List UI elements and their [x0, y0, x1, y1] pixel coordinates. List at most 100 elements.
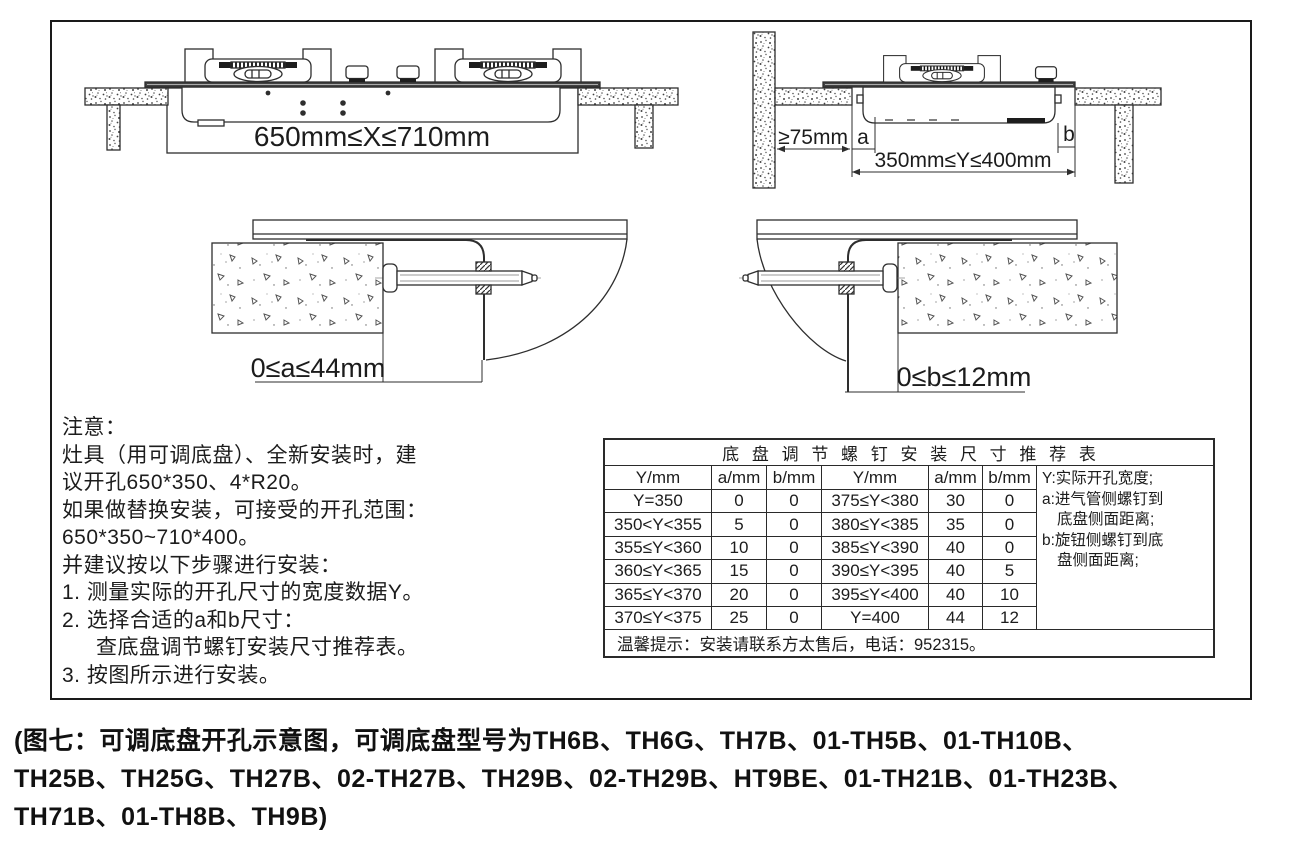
screw-size-table: 底 盘 调 节 螺 钉 安 装 尺 寸 推 荐 表 Y:实际开孔宽度; a:进气…: [603, 438, 1215, 658]
figure-caption: (图七：可调底盘开孔示意图，可调底盘型号为TH6B、TH6G、TH7B、01-T…: [14, 722, 1276, 836]
wall: [752, 31, 776, 189]
table-cell: 380≤Y<385: [822, 513, 929, 537]
mounting-clip-left: [856, 94, 864, 104]
stove-body: [181, 86, 561, 123]
nut: [475, 261, 492, 272]
note-line: 查底盘调节螺钉安装尺寸推荐表。: [96, 636, 419, 659]
legend-line: b:旋钮侧螺钉到底: [1042, 531, 1164, 549]
note-line: 3. 按图所示进行安装。: [62, 663, 281, 687]
caption-line: TH25B、TH25G、TH27B、02-TH27B、TH29B、02-TH29…: [14, 765, 1134, 793]
table-cell: 20: [712, 583, 767, 607]
table-cell: 0: [712, 490, 767, 514]
stove-body-curve: [485, 238, 628, 361]
screw-dots: [265, 90, 391, 116]
burner-icon: [434, 48, 582, 83]
table-cell: 395≤Y<400: [822, 583, 929, 607]
nut: [838, 261, 855, 272]
table-cell: 0: [767, 536, 822, 561]
table-header-cell: a/mm: [712, 466, 767, 490]
note-line: 灶具（用可调底盘）、全新安装时，建: [62, 443, 417, 467]
table-cell: 0: [767, 583, 822, 607]
note-line: 议开孔650*350、4*R20。: [62, 471, 313, 494]
mounting-clip-right: [1054, 94, 1062, 104]
knob-icon: [1034, 66, 1058, 83]
table-header-cell: a/mm: [929, 466, 983, 490]
table-cell: 30: [929, 490, 983, 514]
table-header-cell: b/mm: [983, 466, 1037, 490]
caption-line: (图七：可调底盘开孔示意图，可调底盘型号为TH6B、TH6G、TH7B、01-T…: [14, 727, 1088, 755]
table-cell: 10: [712, 536, 767, 561]
table-title: 底 盘 调 节 螺 钉 安 装 尺 寸 推 荐 表: [605, 440, 1213, 466]
table-cell: 5: [712, 513, 767, 537]
table-cell: 15: [712, 560, 767, 584]
countertop-left: [774, 87, 853, 106]
counter-block: [897, 242, 1118, 334]
nut: [475, 284, 492, 295]
table-cell: 0: [983, 536, 1037, 561]
table-cell: 25: [712, 606, 767, 631]
countertop-left-leg: [106, 104, 121, 151]
diagram-screw-detail-b: 0≤b≤12mm: [738, 219, 1118, 393]
countertop-right-leg: [1114, 104, 1134, 184]
caption-line: TH71B、01-TH8B、TH9B): [14, 803, 328, 831]
table-cell: 40: [929, 560, 983, 584]
bracket: [847, 239, 1012, 392]
table-cell: 385≤Y<390: [822, 536, 929, 561]
countertop-right: [1074, 87, 1162, 106]
burner-icon: [883, 55, 1001, 83]
table-cell: 0: [767, 606, 822, 631]
countertop-left: [84, 87, 169, 106]
gas-inlet: [197, 119, 225, 127]
table-cell: 44: [929, 606, 983, 631]
table-legend: Y:实际开孔宽度; a:进气管侧螺钉到 底盘侧面距离; b:旋钮侧螺钉到底 盘侧…: [1037, 466, 1213, 631]
note-line: 如果做替换安装，可接受的开孔范围：: [62, 498, 428, 522]
diagram-side-view: ≥75mm a b 350mm≤Y≤400mm: [752, 31, 1162, 189]
cooktop-edge: [252, 219, 628, 240]
table-cell: 390≤Y<395: [822, 560, 929, 584]
table-cell: 365≤Y<370: [605, 583, 712, 607]
table-header-cell: b/mm: [767, 466, 822, 490]
cooktop-edge: [756, 219, 1078, 240]
dimension-arrows: [777, 145, 1075, 176]
diagram-screw-detail-a: 0≤a≤44mm: [211, 219, 628, 383]
table-cell: 370≤Y<375: [605, 606, 712, 631]
table-cell: 0: [767, 490, 822, 514]
countertop-right: [577, 87, 679, 106]
note-line: 注意：: [62, 416, 127, 439]
table-cell: 0: [983, 490, 1037, 514]
gap-b-label: b: [1063, 123, 1075, 146]
diagram-front-view: 650mm≤X≤710mm: [84, 48, 679, 154]
note-line: 1. 测量实际的开孔尺寸的宽度数据Y。: [62, 581, 424, 604]
table-cell: 40: [929, 583, 983, 607]
dimension-label-x-range: 650mm≤X≤710mm: [254, 121, 490, 152]
gap-a-label: a: [857, 126, 869, 149]
table-cell: 0: [983, 513, 1037, 537]
burner-icon: [184, 48, 332, 83]
table-cell: 375≤Y<380: [822, 490, 929, 514]
knob-icon: [396, 65, 420, 83]
dimension-label-y-range: 350mm≤Y≤400mm: [874, 149, 1051, 172]
note-line: 并建议按以下步骤进行安装：: [62, 553, 342, 577]
table-footer: 温馨提示：安装请联系方太售后，电话：952315。: [617, 636, 986, 655]
bracket: [306, 239, 485, 360]
table-cell: 355≤Y<360: [605, 536, 712, 561]
table-cell: 5: [983, 560, 1037, 584]
table-cell: 35: [929, 513, 983, 537]
table-header-cell: Y/mm: [822, 466, 929, 490]
table-cell: 0: [767, 560, 822, 584]
legend-line: Y:实际开孔宽度;: [1042, 470, 1154, 487]
stove-body: [862, 86, 1056, 124]
table-cell: 360≤Y<365: [605, 560, 712, 584]
legend-line: 底盘侧面距离;: [1057, 511, 1155, 528]
legend-line: 盘侧面距离;: [1057, 552, 1139, 569]
dimension-label-b-range: 0≤b≤12mm: [897, 362, 1032, 392]
dimension-label-a-range: 0≤a≤44mm: [251, 353, 386, 383]
installation-notes: 注意： 灶具（用可调底盘）、全新安装时，建 议开孔650*350、4*R20。 …: [62, 414, 614, 689]
note-line: 2. 选择合适的a和b尺寸：: [62, 608, 305, 632]
counter-block: [211, 242, 384, 334]
table-cell: Y=350: [605, 490, 712, 514]
table-cell: Y=400: [822, 606, 929, 631]
table-cell: 10: [983, 583, 1037, 607]
countertop-right-leg: [634, 104, 654, 149]
